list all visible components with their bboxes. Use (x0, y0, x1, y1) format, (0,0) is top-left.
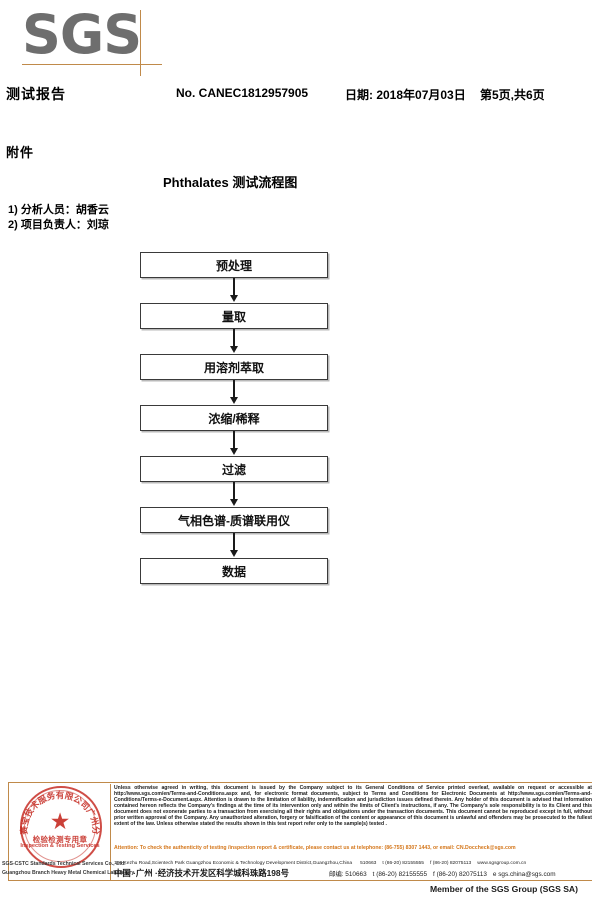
footer-top-rule (8, 782, 592, 783)
note-analyst: 1) 分析人员：胡香云 (8, 204, 109, 216)
logo-crosshair-horizontal (22, 64, 162, 65)
page-title: 测试报告 (6, 86, 66, 102)
legal-disclaimer: Unless otherwise agreed in writing, this… (114, 785, 592, 828)
tel-cn: t (86-20) 82155555 (372, 871, 428, 878)
flow-node-weighing: 量取 (140, 303, 328, 329)
report-number: No. CANEC1812957905 (176, 86, 309, 100)
tel-en: t (86-20) 82155555 (382, 861, 424, 866)
inspection-stamp: 广州赛宝技术服务有限公司广州分公司 ★ 检验检测专用章 Inspection &… (14, 784, 106, 876)
flow-arrow-5 (140, 482, 328, 507)
address-chinese-line: 中国 ·广州 ·经济技术开发区科学城科珠路198号 邮编: 510663 t (86… (114, 868, 592, 880)
flow-arrow-1 (140, 278, 328, 303)
attention-notice: Attention: To check the authenticity of … (114, 845, 516, 851)
stamp-inner-ring (24, 790, 96, 862)
zip-en: 510663 (360, 861, 377, 866)
address-english-line: 198 Kezhu Road,Scientech Park Guangzhou … (114, 859, 592, 868)
logo-crosshair-vertical (140, 10, 141, 76)
flow-node-pretreatment: 预处理 (140, 252, 328, 278)
sgs-logo: SGS (22, 4, 162, 76)
sgs-logo-text: SGS (22, 3, 142, 66)
flow-arrow-4 (140, 431, 328, 456)
member-of-group-line: Member of the SGS Group (SGS SA) (429, 884, 578, 894)
address-cn: 中国 ·广州 ·经济技术开发区科学城科珠路198号 (114, 868, 289, 878)
personnel-notes: 1) 分析人员：胡香云 2) 项目负责人：刘琼 (8, 203, 109, 233)
flowchart-title: Phthalates 测试流程图 (163, 175, 298, 190)
stamp-center-cn: 检验检测专用章 (32, 835, 88, 844)
footer-left-rule (8, 782, 9, 881)
address-en: 198 Kezhu Road,Scientech Park Guangzhou … (114, 861, 353, 866)
phthalates-flowchart: 预处理 量取 用溶剂萃取 浓缩/稀释 过滤 气相色谱-质谱联用仪 数据 (140, 252, 330, 584)
flow-node-concentration-dilution: 浓缩/稀释 (140, 405, 328, 431)
flow-node-filtration: 过滤 (140, 456, 328, 482)
stamp-outer-ring (20, 786, 102, 868)
flow-node-data: 数据 (140, 558, 328, 584)
attachment-label: 附件 (6, 145, 35, 160)
report-date: 日期: 2018年07月03日 (345, 88, 466, 102)
flow-node-gcms: 气相色谱-质谱联用仪 (140, 507, 328, 533)
star-icon: ★ (49, 808, 71, 834)
stamp-center-en: Inspection & Testing Services (20, 843, 100, 849)
laboratory-name: SGS-CSTC Standards Technical Services Co… (2, 860, 135, 877)
report-header-row: 测试报告 No. CANEC1812957905 日期: 2018年07月03日… (0, 84, 600, 104)
laboratory-name-line1: SGS-CSTC Standards Technical Services Co… (2, 861, 126, 867)
flow-arrow-2 (140, 329, 328, 354)
email-cn: e sgs.china@sgs.com (492, 871, 556, 878)
laboratory-name-line2: Guangzhou Branch Heavy Metal Chemical La… (2, 869, 135, 876)
stamp-arc-text: 广州赛宝技术服务有限公司广州分公司 (14, 784, 101, 836)
fax-cn: f (86-20) 82075113 (433, 871, 487, 878)
footer-bottom-rule (8, 880, 592, 881)
website-en: www.sgsgroup.com.cn (477, 861, 527, 866)
zip-cn: 邮编: 510663 (328, 871, 367, 878)
page-indicator: 第5页,共6页 (480, 88, 545, 102)
flow-arrow-3 (140, 380, 328, 405)
fax-en: f (86-20) 82075113 (430, 861, 472, 866)
note-project-manager: 2) 项目负责人：刘琼 (8, 219, 109, 231)
footer-divider-rule (110, 784, 111, 880)
flow-node-solvent-extraction: 用溶剂萃取 (140, 354, 328, 380)
flow-arrow-6 (140, 533, 328, 558)
